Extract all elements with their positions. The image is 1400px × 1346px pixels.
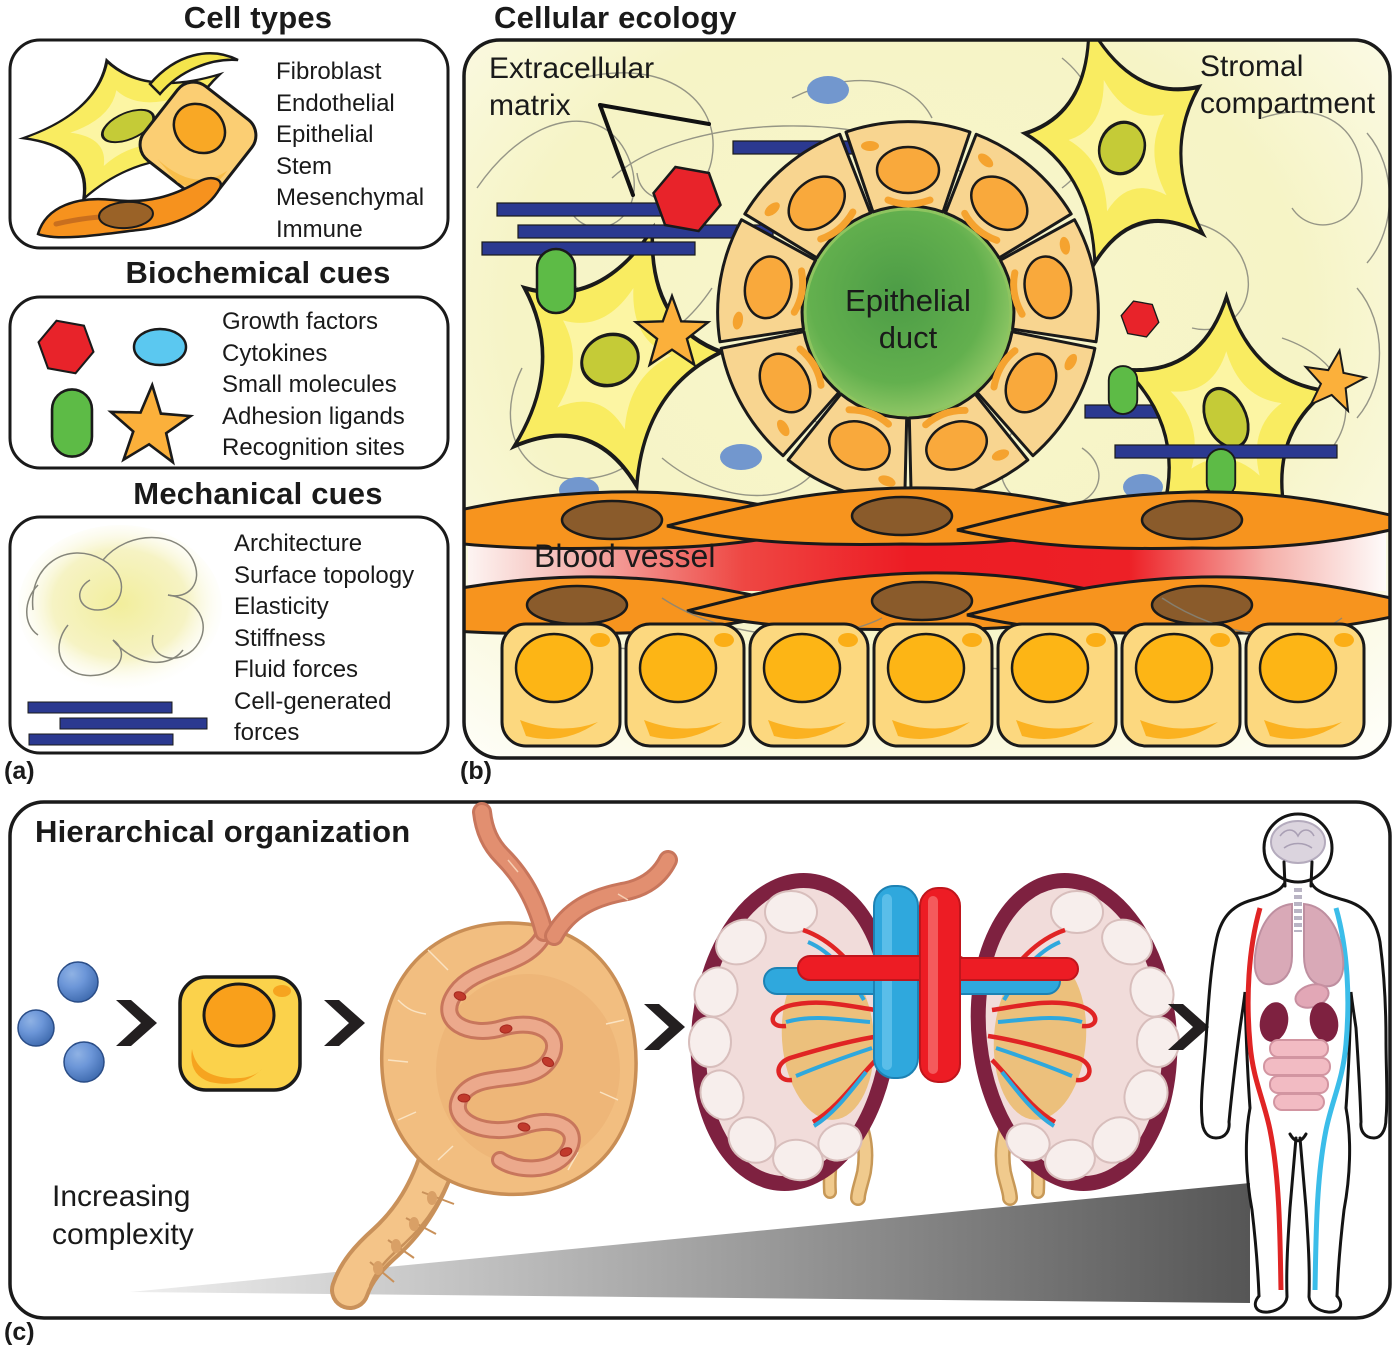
artery-line bbox=[1245, 907, 1284, 1291]
ecm-pointer-lines bbox=[598, 103, 711, 197]
immune-cell-icon bbox=[36, 177, 223, 239]
mechanical-cues-illustration bbox=[8, 515, 450, 755]
cell-types-illustration bbox=[8, 38, 450, 250]
molecules-icon bbox=[17, 961, 105, 1083]
matrix-glow bbox=[18, 525, 222, 689]
list-item: Small molecules bbox=[222, 371, 397, 398]
nephron-glomerulus bbox=[330, 802, 678, 1310]
epithelial-duct-label: Epithelial duct bbox=[845, 283, 971, 355]
increasing-complexity-label: Increasing complexity bbox=[52, 1180, 194, 1251]
kidneys-organ bbox=[688, 873, 1180, 1206]
biochemical-cues-illustration bbox=[8, 295, 450, 470]
panel-b-border bbox=[462, 38, 1392, 760]
cell-types-title: Cell types bbox=[183, 0, 333, 35]
epithelial-duct bbox=[710, 122, 1106, 512]
list-item: Cell-generated forces bbox=[234, 687, 392, 747]
list-item: Stem bbox=[276, 152, 333, 180]
tubule bbox=[330, 1132, 460, 1310]
lungs-icon bbox=[1253, 902, 1345, 988]
panel-a-label: (a) bbox=[4, 757, 35, 785]
mechanical-cues-list: Architecture Surface topology Elasticity… bbox=[234, 528, 434, 749]
cytokine-icon bbox=[132, 327, 188, 367]
epithelial-cell-row bbox=[500, 622, 1366, 748]
duct-lumen bbox=[801, 205, 1015, 419]
list-item: Surface topology bbox=[234, 561, 415, 589]
kidney-right bbox=[970, 873, 1180, 1191]
panel-b-title: Cellular ecology bbox=[494, 0, 737, 35]
human-body bbox=[1199, 812, 1389, 1314]
hierarchical-organization-illustration bbox=[8, 800, 1392, 1320]
small-molecule-icon bbox=[1205, 448, 1237, 498]
list-item: Mesenchymal bbox=[276, 184, 425, 211]
capsule-texture bbox=[387, 949, 625, 1171]
cell-types-list: Fibroblast Endothelial Epithelial Stem M… bbox=[276, 56, 446, 245]
list-item: Elasticity bbox=[234, 593, 329, 620]
small-molecule-icon bbox=[535, 247, 577, 315]
small-molecule-icon bbox=[50, 388, 94, 458]
renal-vessels bbox=[763, 885, 1079, 1083]
body-kidneys-icon bbox=[1259, 1002, 1339, 1042]
arterioles bbox=[472, 802, 678, 946]
small-molecule-icon bbox=[1107, 365, 1139, 415]
complexity-wedge bbox=[130, 1183, 1250, 1303]
list-item: Adhesion ligands bbox=[222, 402, 405, 430]
endothelial-crescent-icon bbox=[148, 52, 239, 96]
intestines-icon bbox=[1263, 1039, 1331, 1111]
mechanical-cues-title: Mechanical cues bbox=[133, 476, 383, 511]
body-outline bbox=[1199, 860, 1389, 1314]
single-cell-icon bbox=[178, 975, 302, 1092]
extracellular-matrix-label: Extracellular matrix bbox=[489, 52, 655, 122]
list-item: Growth factors bbox=[222, 308, 379, 335]
list-item: Fibroblast bbox=[276, 58, 382, 85]
panel-c-label: (c) bbox=[4, 1318, 35, 1346]
glomerular-capillaries bbox=[440, 925, 581, 1178]
biochemical-cues-title: Biochemical cues bbox=[125, 255, 391, 290]
list-item: Fluid forces bbox=[234, 656, 359, 683]
list-item: Architecture bbox=[234, 530, 363, 557]
list-item: Recognition sites bbox=[222, 434, 405, 461]
brain-icon bbox=[1270, 820, 1326, 864]
blood-vessel-label: Blood vessel bbox=[534, 538, 716, 574]
cellular-ecology-illustration bbox=[462, 38, 1392, 760]
list-item: Stiffness bbox=[234, 624, 326, 652]
list-item: Cytokines bbox=[222, 339, 328, 367]
list-item: Epithelial bbox=[276, 121, 374, 148]
biochemical-cues-list: Growth factors Cytokines Small molecules… bbox=[222, 306, 442, 464]
stromal-compartment-label: Stromal compartment bbox=[1200, 50, 1376, 120]
panel-c-title: Hierarchical organization bbox=[35, 814, 411, 849]
matrix-fibers-icon bbox=[26, 536, 204, 677]
vein-line bbox=[1312, 907, 1351, 1291]
panel-b-label: (b) bbox=[460, 757, 492, 785]
cell-forces-bars-icon bbox=[27, 701, 208, 746]
list-item: Endothelial bbox=[276, 89, 395, 117]
list-item: Immune bbox=[276, 215, 363, 243]
